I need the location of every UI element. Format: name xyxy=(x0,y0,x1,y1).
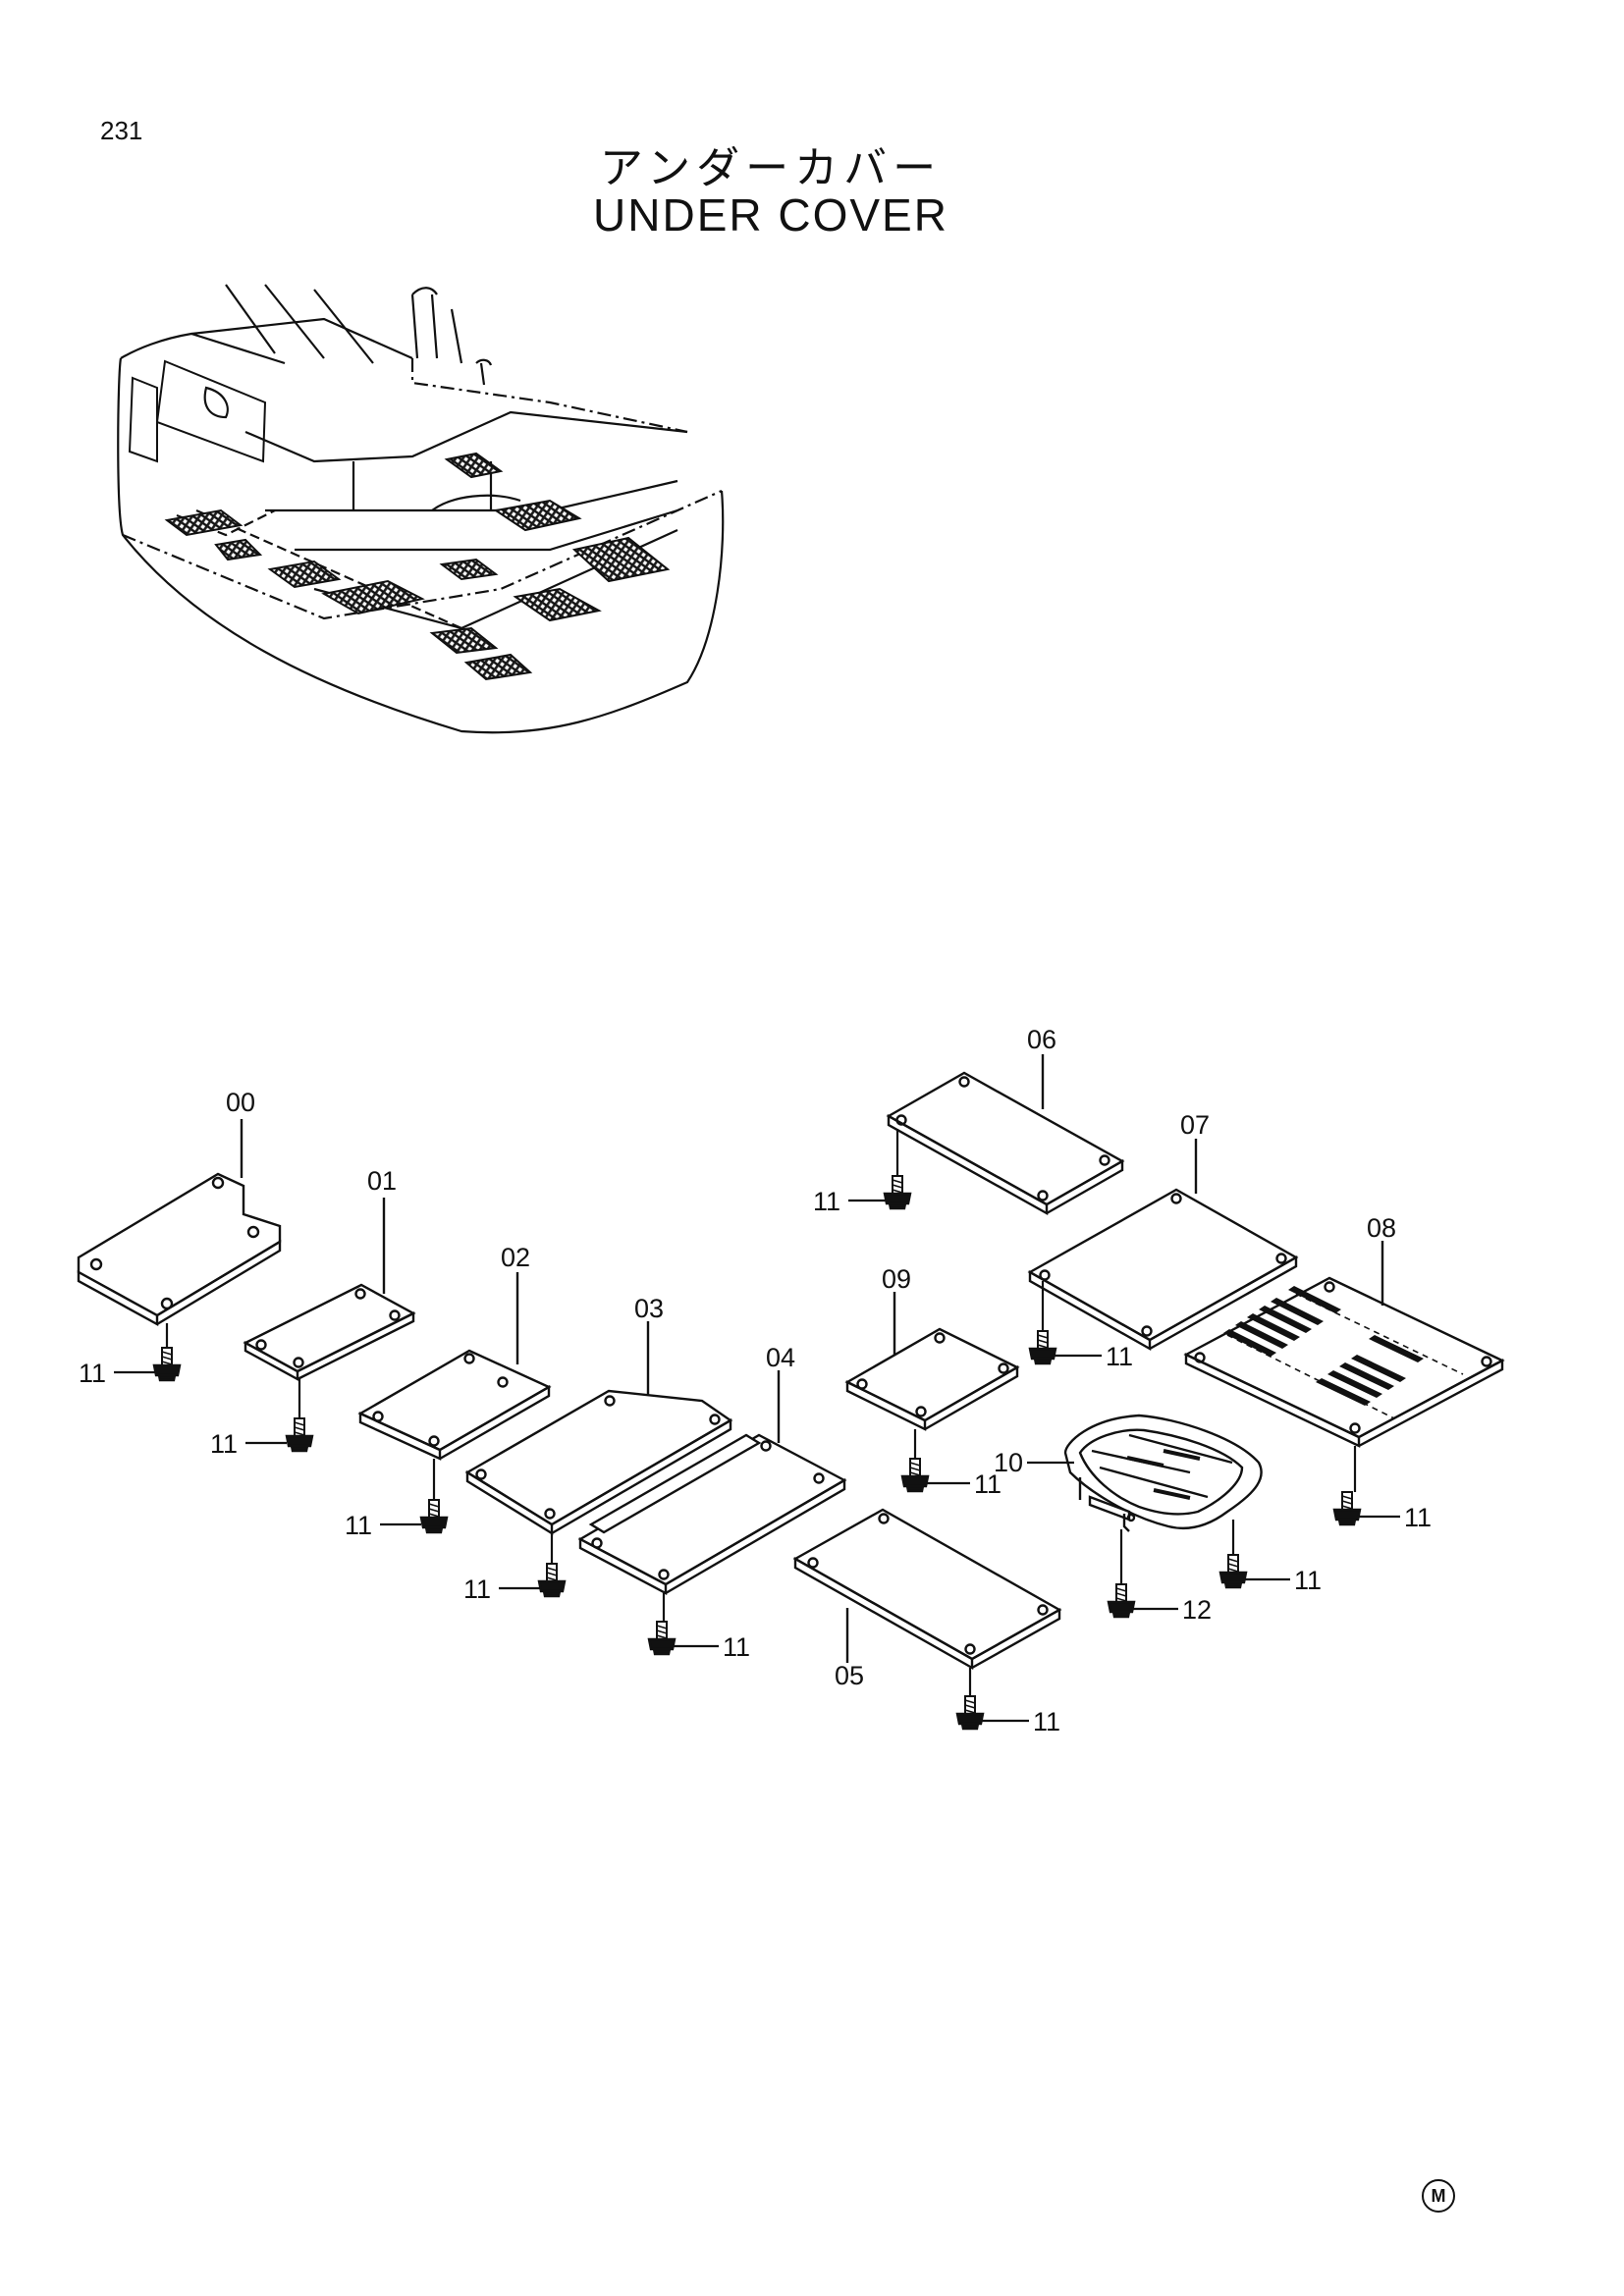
manufacturer-mark-icon: M xyxy=(1422,2179,1455,2213)
bolt-label: 11 xyxy=(1033,1707,1060,1736)
bolt-icon xyxy=(537,1562,567,1598)
part-06-cover xyxy=(886,1054,1125,1216)
bolt-icon xyxy=(152,1346,182,1382)
bolt-callouts xyxy=(114,1199,1400,1723)
part-08-grille-cover xyxy=(1183,1241,1505,1448)
bolt-label: 11 xyxy=(79,1359,106,1388)
bolt-icon xyxy=(1107,1582,1136,1619)
part-label-02: 02 xyxy=(501,1243,530,1272)
part-09-cover xyxy=(844,1292,1020,1431)
page-number: 231 xyxy=(100,116,143,145)
part-label-07: 07 xyxy=(1180,1110,1210,1140)
part-05-cover xyxy=(792,1508,1062,1671)
bolt-label: 11 xyxy=(723,1632,750,1662)
part-label-01: 01 xyxy=(367,1166,397,1196)
bolt-icon xyxy=(419,1498,449,1534)
page-title: UNDER COVER xyxy=(593,189,948,240)
bolt-label: 11 xyxy=(1106,1342,1133,1371)
part-03-cover xyxy=(464,1321,733,1536)
part-label-10: 10 xyxy=(994,1448,1023,1477)
part-10-bracket-cover xyxy=(1063,1414,1263,1532)
bolt-icon xyxy=(1028,1329,1057,1365)
part-label-04: 04 xyxy=(766,1343,795,1372)
bolt-icon xyxy=(1218,1553,1248,1589)
bolt-icon xyxy=(1332,1490,1362,1526)
bolt-icon xyxy=(647,1620,677,1656)
bolt-label: 11 xyxy=(345,1511,372,1540)
page-title-japanese: アンダーカバー xyxy=(599,143,943,193)
part-01-cover xyxy=(243,1198,416,1382)
part-00-cover xyxy=(77,1119,282,1327)
bolt-label: 11 xyxy=(210,1429,238,1459)
bolt-label: 12 xyxy=(1182,1595,1212,1625)
bolt-icon xyxy=(883,1174,912,1210)
part-label-05: 05 xyxy=(835,1661,864,1690)
part-label-00: 00 xyxy=(226,1088,255,1117)
part-label-03: 03 xyxy=(634,1294,664,1323)
bolt-icon xyxy=(285,1416,314,1453)
part-02-cover xyxy=(357,1272,552,1461)
bolt-leaders xyxy=(165,1129,1357,1696)
part-label-08: 08 xyxy=(1367,1213,1396,1243)
part-04-cover xyxy=(577,1370,847,1595)
bolt-label: 11 xyxy=(1404,1503,1432,1532)
part-labels: 00 01 02 03 04 05 06 07 08 09 10 11 11 1… xyxy=(79,1025,1432,1736)
bolt-icon xyxy=(900,1457,930,1493)
part-07-cover xyxy=(1027,1139,1299,1352)
part-label-09: 09 xyxy=(882,1264,911,1294)
excavator-overview xyxy=(117,284,725,734)
bolt-label: 11 xyxy=(463,1575,491,1604)
part-label-06: 06 xyxy=(1027,1025,1056,1054)
bolt-icon xyxy=(955,1694,985,1731)
bolt-label: 11 xyxy=(1294,1566,1322,1595)
bolt-label: 11 xyxy=(974,1469,1001,1499)
bolt-label: 11 xyxy=(813,1187,840,1216)
